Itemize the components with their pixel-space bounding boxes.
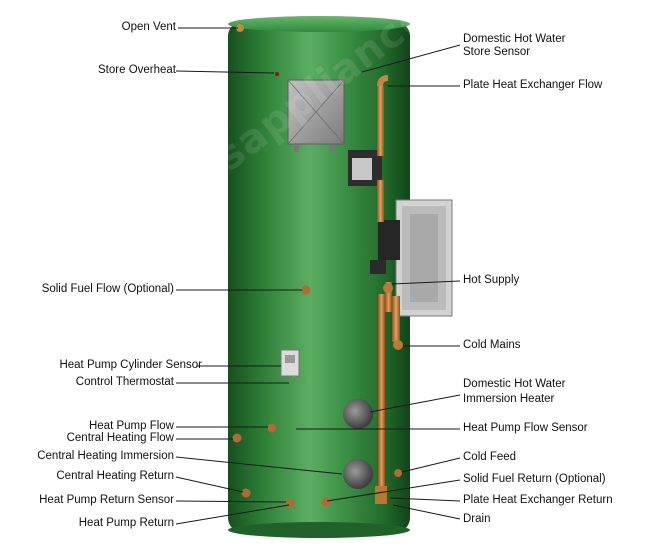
cylinder-sensor-pocket	[280, 349, 300, 377]
label-hp-cylinder-sensor: Heat Pump Cylinder Sensor	[59, 359, 202, 371]
open-vent-port	[236, 24, 244, 32]
label-plate-hx-return: Plate Heat Exchanger Return	[463, 494, 613, 506]
ch-immersion-heater	[343, 459, 373, 489]
label-drain: Drain	[463, 513, 491, 525]
connection-ports	[232, 285, 402, 508]
control-valve	[370, 220, 400, 274]
label-cold-mains: Cold Mains	[463, 339, 521, 351]
label-solid-fuel-return: Solid Fuel Return (Optional)	[463, 473, 606, 485]
label-hp-flow: Heat Pump Flow	[88, 420, 174, 432]
label-plate-hx-flow: Plate Heat Exchanger Flow	[463, 79, 603, 91]
overheat-control-box	[287, 79, 345, 152]
label-cold-feed: Cold Feed	[463, 451, 517, 463]
label-hp-flow-sensor: Heat Pump Flow Sensor	[463, 422, 588, 434]
label-dhw-store-sensor-line2: Store Sensor	[463, 46, 531, 58]
label-open-vent: Open Vent	[121, 21, 176, 33]
circulation-pump	[348, 150, 382, 186]
label-store-overheat: Store Overheat	[98, 64, 176, 76]
label-hp-return: Heat Pump Return	[78, 517, 174, 529]
label-control-thermostat: Control Thermostat	[75, 376, 174, 388]
plate-heat-exchanger	[395, 199, 453, 317]
label-hot-supply: Hot Supply	[463, 274, 520, 286]
store-overheat-point	[275, 72, 279, 76]
label-ch-immersion: Central Heating Immersion	[37, 450, 174, 462]
copper-pipework	[375, 75, 403, 504]
label-solid-fuel-flow: Solid Fuel Flow (Optional)	[41, 283, 174, 295]
dhw-immersion-heater	[343, 399, 373, 429]
label-dhw-store-sensor-line1: Domestic Hot Water	[463, 33, 566, 45]
label-ch-flow: Central Heating Flow	[66, 432, 174, 444]
label-dhw-immersion-line2: Immersion Heater	[463, 393, 555, 405]
label-hp-return-sensor: Heat Pump Return Sensor	[39, 494, 174, 506]
label-dhw-immersion-line1: Domestic Hot Water	[463, 378, 566, 390]
leader-lines	[175, 27, 461, 525]
label-ch-return: Central Heating Return	[56, 470, 174, 482]
